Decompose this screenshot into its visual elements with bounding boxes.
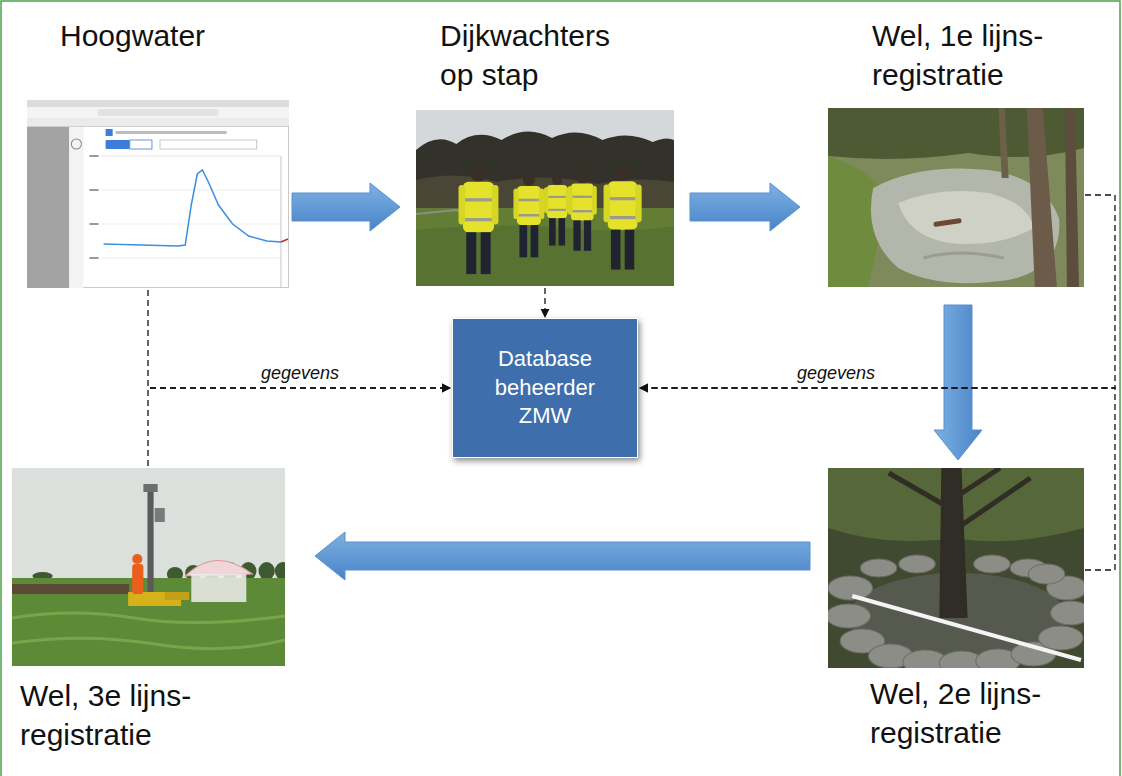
photo-detail [89, 189, 98, 191]
photo-detail [860, 559, 896, 577]
photo-detail [28, 101, 289, 288]
photo-detail [544, 175, 570, 246]
photo-detail [165, 592, 189, 600]
photo-detail [160, 140, 257, 149]
photo-detail [1027, 108, 1057, 287]
database-box: Database beheerder ZMW [452, 318, 638, 458]
photo-detail [27, 126, 289, 127]
photo-detail [27, 107, 289, 118]
photo-detail [828, 555, 1084, 668]
photo-detail [828, 604, 870, 628]
photo-panel: Wel, 2e lijns- registratie [828, 468, 1084, 752]
boil-photo-second-line [828, 468, 1084, 668]
photo-detail [130, 140, 152, 149]
photo-detail [1051, 601, 1084, 625]
photo-detail [27, 100, 289, 107]
photo-panel: Dijkwachters op stap [416, 12, 674, 286]
photo-detail [71, 139, 81, 149]
photo-detail [280, 156, 281, 288]
photo-detail [1028, 564, 1064, 584]
photo-detail [259, 562, 275, 580]
photo-detail [933, 218, 962, 227]
photo-detail [102, 156, 281, 157]
photo-detail [923, 253, 1003, 258]
photo-detail [1038, 626, 1083, 650]
photo-detail [27, 127, 69, 288]
photo-detail [275, 562, 285, 580]
panel-heading: Wel, 2e lijns- registratie [828, 668, 1084, 752]
photo-detail [899, 555, 935, 573]
flow-arrow [690, 183, 800, 231]
photo-detail [89, 223, 98, 225]
photo-detail [132, 554, 142, 564]
edge-label: gegevens [258, 363, 342, 385]
box-label: Database beheerder ZMW [469, 345, 621, 431]
data-link [544, 288, 545, 317]
chart-screenshot [27, 100, 289, 288]
photo-detail [828, 108, 1084, 287]
photo-detail [459, 166, 499, 274]
panel-heading: Dijkwachters op stap [416, 12, 674, 110]
photo-detail [116, 131, 227, 134]
photo-panel: Wel, 3e lijns- registratie [12, 468, 285, 754]
boil-photo-first-line [828, 108, 1084, 287]
photo-detail [102, 224, 281, 225]
photo-detail [12, 468, 285, 666]
photo-detail [89, 257, 98, 259]
photo-detail [416, 110, 674, 286]
panel-heading: Wel, 3e lijns- registratie [12, 666, 285, 754]
flow-arrow [292, 183, 400, 231]
photo-detail [69, 127, 83, 288]
photo-panel: Wel, 1e lijns- registratie [828, 12, 1084, 287]
flow-arrow [315, 532, 810, 580]
dike-watchers-photo [416, 110, 674, 286]
photo-detail [898, 191, 1034, 244]
photo-detail [12, 613, 285, 649]
photo-detail [828, 576, 873, 600]
photo-detail [89, 155, 98, 157]
data-link [148, 388, 450, 466]
photo-detail [106, 140, 130, 149]
photo-detail [281, 239, 288, 242]
photo-panel: Hoogwater [27, 12, 289, 288]
flow-arrow [934, 305, 982, 460]
photo-detail [852, 596, 1081, 660]
photo-detail [828, 468, 1084, 668]
photo-detail [132, 564, 143, 594]
photo-detail [568, 172, 597, 250]
photo-detail [147, 486, 153, 596]
photo-detail [974, 555, 1010, 573]
photo-detail [889, 468, 1031, 528]
photo-detail [1065, 108, 1079, 287]
photo-detail [416, 225, 674, 286]
edge-label: gegevens [794, 363, 878, 385]
photo-detail [155, 508, 165, 522]
panel-heading: Hoogwater [27, 12, 289, 100]
photo-detail [999, 108, 1009, 178]
photo-detail [102, 190, 281, 191]
photo-detail [102, 258, 281, 259]
photo-detail [191, 574, 246, 602]
photo-detail [12, 584, 129, 594]
panel-heading: Wel, 1e lijns- registratie [828, 12, 1084, 108]
photo-detail [98, 109, 219, 116]
photo-detail [143, 484, 157, 492]
boil-photo-third-line [12, 468, 285, 666]
photo-detail [104, 170, 281, 246]
photo-detail [106, 129, 113, 136]
photo-detail [513, 174, 544, 257]
data-link [148, 290, 450, 388]
photo-detail [185, 560, 252, 576]
photo-detail [27, 118, 289, 126]
photo-detail [604, 167, 642, 270]
